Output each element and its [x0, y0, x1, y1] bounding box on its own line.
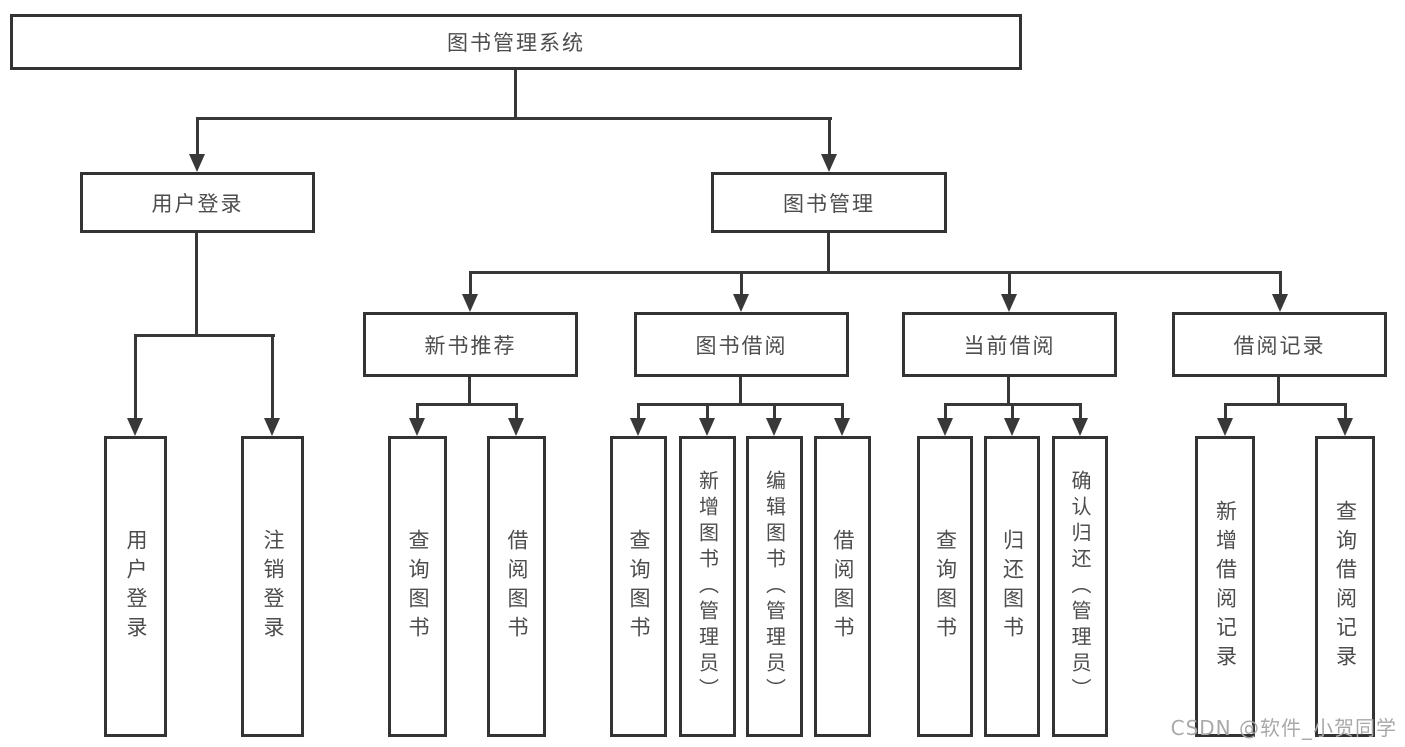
leaf-borrow-books-2: 借阅图书	[814, 436, 871, 737]
node-current-borrow-label: 当前借阅	[963, 333, 1056, 358]
node-book-borrow-label: 图书借阅	[695, 333, 788, 358]
leaf-query-books-2-label: 查询图书	[627, 528, 651, 645]
arrowhead-g4-2	[1004, 418, 1020, 436]
connector-bookmgmt-bus	[469, 271, 1282, 274]
leaf-borrow-books-1: 借阅图书	[487, 436, 546, 737]
csdn-watermark: CSDN @软件_小贺同学	[1170, 716, 1397, 740]
arrowhead-user-login	[189, 154, 205, 172]
leaf-user-login: 用户登录	[104, 436, 167, 737]
leaf-add-books-admin: 新增图书（管理员）	[679, 436, 736, 737]
arrowhead-new-book	[462, 294, 478, 312]
arrowhead-g5-2	[1337, 418, 1353, 436]
arrowhead-leaf-user-login	[127, 418, 143, 436]
leaf-query-books-3: 查询图书	[917, 436, 973, 737]
connector-drop-new-book	[469, 271, 472, 296]
connector-drop-g5-1	[1224, 403, 1227, 420]
leaf-query-borrow-record-label: 查询借阅记录	[1333, 499, 1358, 674]
connector-bookborrow-stem	[739, 377, 742, 406]
connector-drop-g4-2	[1011, 403, 1014, 420]
arrowhead-leaf-logout	[264, 418, 280, 436]
node-book-borrow: 图书借阅	[634, 312, 849, 377]
connector-drop-g4-1	[944, 403, 947, 420]
connector-bookmgmt-stem	[827, 233, 830, 274]
connector-drop-g5-2	[1344, 403, 1347, 420]
leaf-add-books-admin-label: 新增图书（管理员）	[695, 469, 720, 704]
leaf-borrow-books-2-label: 借阅图书	[831, 528, 855, 645]
arrowhead-g4-1	[937, 418, 953, 436]
connector-root-bus	[196, 117, 832, 120]
leaf-confirm-return-admin: 确认归还（管理员）	[1052, 436, 1108, 737]
arrowhead-book-borrow	[733, 294, 749, 312]
arrowhead-current-borrow	[1001, 294, 1017, 312]
leaf-query-books-3-label: 查询图书	[933, 528, 958, 645]
leaf-user-login-label: 用户登录	[124, 528, 148, 645]
connector-bookborrow-bus	[637, 403, 844, 406]
connector-userlogin-bus	[134, 334, 275, 337]
connector-drop-g3-3	[773, 403, 776, 420]
leaf-confirm-return-admin-label: 确认归还（管理员）	[1068, 469, 1092, 704]
arrowhead-g2-2	[508, 418, 524, 436]
leaf-add-borrow-record: 新增借阅记录	[1195, 436, 1255, 737]
node-user-login-label: 用户登录	[151, 191, 244, 216]
connector-root-stem	[514, 70, 517, 120]
arrowhead-g3-3	[766, 418, 782, 436]
connector-drop-g3-4	[841, 403, 844, 420]
node-new-book-recommend: 新书推荐	[363, 312, 578, 377]
arrowhead-g3-4	[834, 418, 850, 436]
arrowhead-g3-2	[699, 418, 715, 436]
leaf-logout: 注销登录	[241, 436, 304, 737]
connector-drop-g4-3	[1079, 403, 1082, 420]
node-current-borrow: 当前借阅	[902, 312, 1117, 377]
node-book-management: 图书管理	[711, 172, 947, 233]
node-borrow-records-label: 借阅记录	[1233, 333, 1326, 358]
arrowhead-borrow-records	[1272, 294, 1288, 312]
leaf-return-books: 归还图书	[984, 436, 1040, 737]
connector-newbook-stem	[468, 377, 471, 406]
node-new-book-recommend-label: 新书推荐	[424, 333, 517, 358]
arrowhead-g5-1	[1217, 418, 1233, 436]
node-borrow-records: 借阅记录	[1172, 312, 1387, 377]
arrowhead-g2-1	[409, 418, 425, 436]
leaf-query-borrow-record: 查询借阅记录	[1315, 436, 1375, 737]
connector-drop-g3-2	[706, 403, 709, 420]
connector-drop-leaf-user-login	[134, 334, 137, 420]
connector-drop-user-login	[196, 117, 199, 155]
leaf-return-books-label: 归还图书	[1000, 528, 1025, 645]
connector-newbook-bus	[416, 403, 518, 406]
connector-drop-book-management	[828, 117, 831, 155]
arrowhead-g4-3	[1072, 418, 1088, 436]
connector-userlogin-stem	[195, 233, 198, 337]
arrowhead-g3-1	[630, 418, 646, 436]
leaf-query-books-1-label: 查询图书	[406, 528, 430, 645]
leaf-add-borrow-record-label: 新增借阅记录	[1213, 499, 1238, 674]
connector-drop-current-borrow	[1008, 271, 1011, 296]
connector-drop-g2-2	[515, 403, 518, 420]
leaf-query-books-1: 查询图书	[388, 436, 447, 737]
connector-drop-g2-1	[416, 403, 419, 420]
arrowhead-book-management	[821, 154, 837, 172]
connector-borrowrecords-stem	[1277, 377, 1280, 406]
leaf-borrow-books-1-label: 借阅图书	[505, 528, 529, 645]
connector-currentborrow-stem	[1007, 377, 1010, 406]
connector-drop-g3-1	[637, 403, 640, 420]
node-root-label: 图书管理系统	[447, 31, 585, 55]
node-book-management-label: 图书管理	[783, 191, 875, 216]
connector-drop-leaf-logout	[271, 334, 274, 420]
leaf-query-books-2: 查询图书	[610, 436, 667, 737]
connector-drop-borrow-records	[1279, 271, 1282, 296]
node-root: 图书管理系统	[10, 14, 1022, 70]
node-user-login: 用户登录	[80, 172, 315, 233]
leaf-logout-label: 注销登录	[261, 528, 285, 645]
leaf-edit-books-admin-label: 编辑图书（管理员）	[762, 469, 787, 704]
leaf-edit-books-admin: 编辑图书（管理员）	[746, 436, 803, 737]
connector-drop-book-borrow	[740, 271, 743, 296]
connector-borrowrecords-bus	[1224, 403, 1347, 406]
